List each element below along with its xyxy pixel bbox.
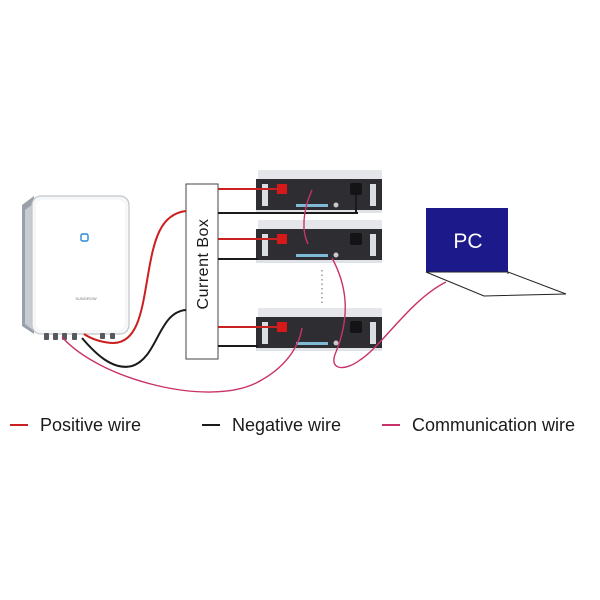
battery-module [256,220,382,263]
inverter-terminals [44,333,115,340]
pc: PC [425,208,567,297]
positive-wire-swatch-icon [10,424,28,426]
battery-module [256,308,382,351]
status-led-icon [80,233,89,242]
legend: Positive wire Negative wire Communicatio… [0,410,600,440]
current-box: Current Box [185,183,219,360]
legend-item-communication: Communication wire [382,410,575,440]
communication-wires [61,189,447,393]
legend-item-positive: Positive wire [10,410,141,440]
battery-module [256,170,382,213]
legend-item-negative: Negative wire [202,410,341,440]
communication-wire-swatch-icon [382,424,400,426]
legend-label-negative: Negative wire [232,414,342,435]
current-box-label: Current Box [195,219,212,310]
legend-label-positive: Positive wire [40,414,142,435]
pc-screen [426,208,508,272]
negative-wire-swatch-icon [202,424,220,426]
negative-wires [81,195,358,368]
inverter-brand: SUNGROW [75,296,97,301]
legend-label-communication: Communication wire [412,414,576,435]
inverter: SUNGROW [22,195,130,340]
positive-wires [83,188,282,345]
pc-label: PC [453,230,482,253]
